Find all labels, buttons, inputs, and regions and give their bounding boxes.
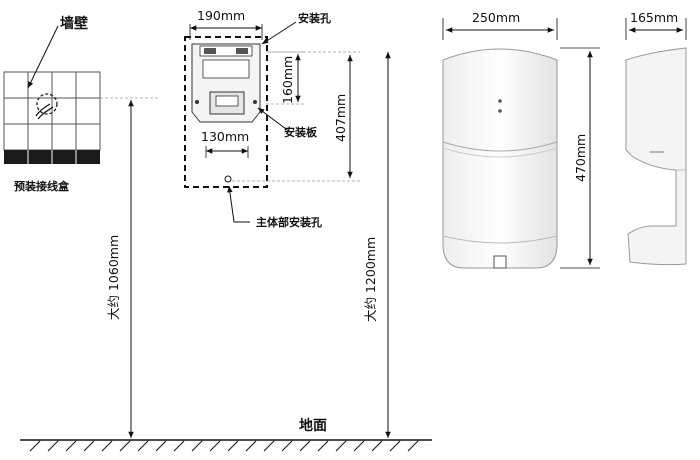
height-1060-dimension: 大约 1060mm (100, 97, 160, 438)
mounting-plate (191, 43, 261, 123)
hole-to-body-hole-dimension: 407mm (232, 51, 360, 182)
plate-width-text: 190mm (197, 8, 245, 23)
mount-plate-leader (257, 107, 291, 133)
hole-spacing-text: 160mm (280, 56, 295, 104)
junction-box-label: 预装接线盒 (14, 179, 70, 193)
mount-hole-label: 安装孔 (298, 11, 331, 25)
height-1060-text: 大约 1060mm (106, 235, 121, 320)
dryer-height-dimension: 470mm (560, 47, 600, 269)
dryer-depth-text: 165mm (630, 10, 678, 25)
body-mount-hole-icon (224, 175, 232, 183)
dryer-height-text: 470mm (573, 134, 588, 182)
wall-tile-grid (3, 71, 101, 164)
wall-label: 墙壁 (60, 15, 88, 32)
mount-plate-label: 安装板 (284, 125, 318, 139)
hole-spacing-dimension: 160mm (266, 51, 306, 105)
floor-line (20, 439, 432, 452)
dryer-width-text: 250mm (472, 10, 520, 25)
plate-lower-width-dimension: 130mm (201, 129, 249, 158)
dryer-width-dimension: 250mm (442, 10, 558, 40)
mounting-plate-frame (184, 36, 268, 188)
mount-hole-leader (261, 21, 297, 45)
height-1200-text: 大约 1200mm (363, 237, 378, 322)
body-hole-label: 主体部安装孔 (256, 215, 322, 229)
height-1200-dimension: 大约 1200mm (363, 52, 391, 438)
junction-box-icon (35, 93, 58, 120)
hole-to-body-hole-text: 407mm (333, 94, 348, 142)
wall-leader-line (27, 25, 59, 89)
dryer-side-view (625, 47, 687, 266)
floor-label: 地面 (299, 417, 327, 434)
dryer-front-view (442, 48, 558, 269)
plate-width-dimension: 190mm (189, 8, 263, 40)
plate-lower-width-text: 130mm (201, 129, 249, 144)
body-hole-leader (227, 185, 250, 223)
dryer-depth-dimension: 165mm (625, 10, 687, 40)
